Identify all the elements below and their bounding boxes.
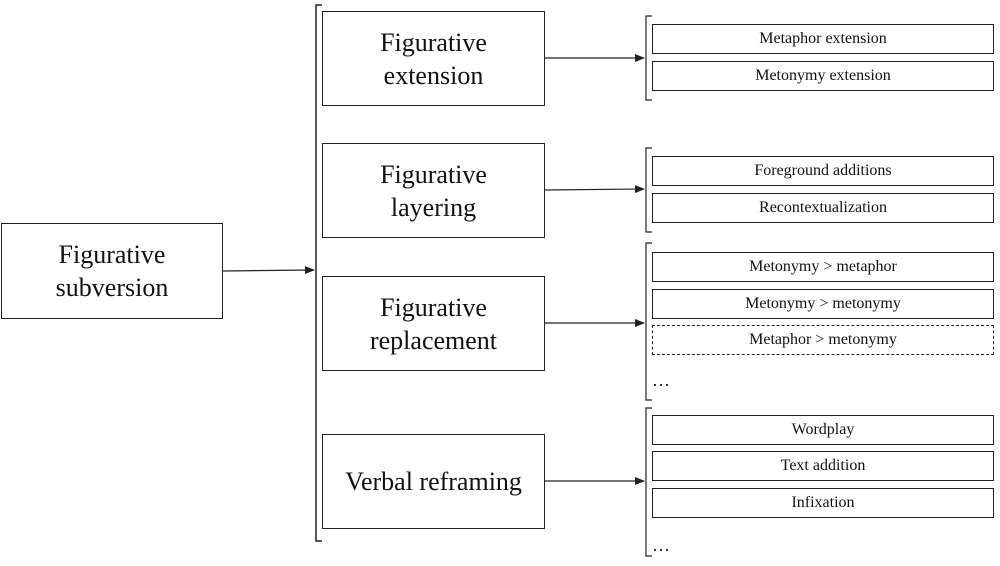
leaf-label: Metonymy extension bbox=[755, 67, 891, 84]
category-label: Figurative replacement bbox=[369, 292, 498, 355]
leaf-node-text-addition: Text addition bbox=[652, 451, 994, 481]
more-ellipsis: … bbox=[652, 535, 670, 555]
leaf-bracket-3 bbox=[645, 242, 652, 401]
leaf-label: Metonymy > metonymy bbox=[745, 295, 901, 312]
leaf-node-recontextualization: Recontextualization bbox=[652, 193, 994, 223]
category-node-figurative-extension: Figurative extension bbox=[322, 11, 545, 106]
category-node-figurative-layering: Figurative layering bbox=[322, 143, 545, 238]
leaf-label: Metaphor extension bbox=[759, 30, 887, 47]
leaf-bracket-2 bbox=[645, 147, 652, 233]
leaf-label: Metaphor > metonymy bbox=[749, 331, 897, 348]
category-bracket bbox=[315, 4, 322, 542]
leaf-node-metaphor-metonymy: Metaphor > metonymy bbox=[652, 325, 994, 355]
leaf-node-metonymy-metonymy: Metonymy > metonymy bbox=[652, 289, 994, 319]
root-node: Figurative subversion bbox=[1, 223, 223, 319]
leaf-label: Text addition bbox=[780, 457, 866, 474]
leaf-label: Wordplay bbox=[791, 421, 855, 438]
leaf-label: Foreground additions bbox=[754, 162, 892, 179]
leaf-node-wordplay: Wordplay bbox=[652, 415, 994, 445]
category-arrow-2 bbox=[544, 185, 645, 194]
leaf-bracket-1 bbox=[645, 15, 652, 101]
category-label: Figurative extension bbox=[380, 27, 487, 90]
leaf-label: Metonymy > metaphor bbox=[749, 258, 897, 275]
leaf-node-foreground-additions: Foreground additions bbox=[652, 156, 994, 186]
category-label: Figurative layering bbox=[380, 159, 487, 222]
root-label: Figurative subversion bbox=[55, 240, 169, 302]
category-label: Verbal reframing bbox=[345, 467, 522, 496]
leaf-node-metonymy-metaphor: Metonymy > metaphor bbox=[652, 252, 994, 282]
leaf-label: Infixation bbox=[791, 494, 855, 511]
leaf-bracket-4 bbox=[645, 407, 652, 557]
more-ellipsis: … bbox=[652, 370, 670, 390]
leaf-node-infixation: Infixation bbox=[652, 488, 994, 518]
root-arrow bbox=[222, 266, 315, 275]
leaf-node-metaphor-extension: Metaphor extension bbox=[652, 24, 994, 54]
category-node-verbal-reframing: Verbal reframing bbox=[322, 434, 545, 529]
leaf-node-metonymy-extension: Metonymy extension bbox=[652, 61, 994, 91]
leaf-label: Recontextualization bbox=[759, 199, 887, 216]
category-node-figurative-replacement: Figurative replacement bbox=[322, 276, 545, 371]
